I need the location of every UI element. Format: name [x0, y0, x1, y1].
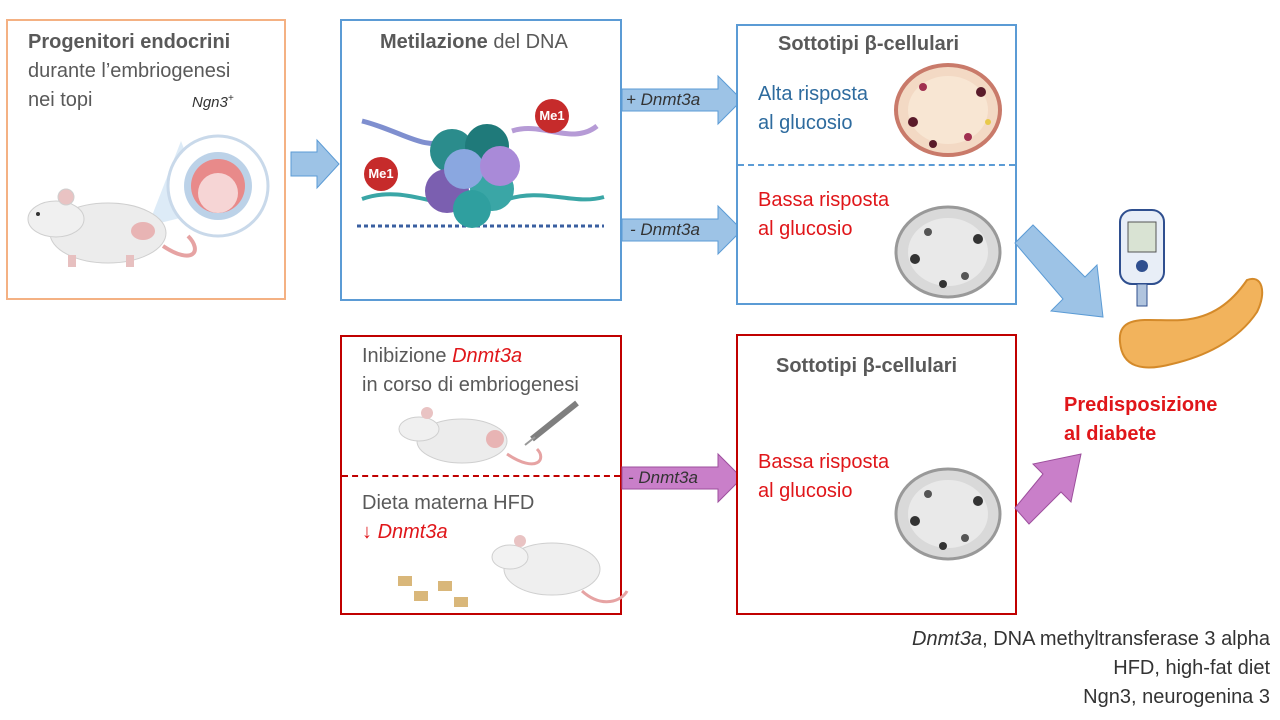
beta-subtypes-bottom-title: Sottotipi β-cellulari	[776, 355, 958, 377]
legend-line2: HFD, high-fat diet	[1113, 657, 1270, 679]
inhibition-line2: in corso di embriogenesi	[362, 374, 579, 396]
arrow-label-minus-dnmt3a-bottom: - Dnmt3a	[628, 468, 698, 487]
rat-food-illustration	[398, 535, 629, 607]
beta-subtypes-bottom-box: Sottotipi β-cellulari Bassa risposta al …	[736, 334, 1017, 615]
glucometer-icon	[1119, 209, 1165, 307]
progenitor-box: Progenitori endocrini durante l’embrioge…	[6, 19, 286, 300]
low-response-top-line1: Bassa risposta	[758, 189, 890, 211]
high-response-line2: al glucosio	[758, 112, 853, 134]
legend-line1: Dnmt3a, DNA methyltransferase 3 alpha	[912, 628, 1270, 650]
inhibition-box: Inibizione Dnmt3a in corso di embriogene…	[340, 335, 629, 615]
arrow-label-minus-dnmt3a-top: - Dnmt3a	[630, 220, 700, 239]
islet-high-response-icon	[894, 63, 1002, 157]
outcome-line1: Predisposizione	[1064, 394, 1218, 416]
arrow-progenitor-to-methylation	[290, 138, 340, 190]
me1-tag-right: Me1	[535, 99, 569, 133]
progenitor-title: Progenitori endocrini	[28, 31, 231, 53]
pancreas-illustration	[1118, 277, 1264, 369]
mouse-injection-illustration	[398, 400, 579, 466]
high-response-line1: Alta risposta	[758, 83, 869, 105]
progenitor-line2: durante l’embriogenesi	[28, 60, 231, 82]
methylation-title: Metilazione del DNA	[380, 31, 568, 53]
divider-dashed-red	[342, 475, 620, 477]
beta-subtypes-top-box: Sottotipi β-cellulari Alta risposta al g…	[736, 24, 1017, 305]
diet-line: Dieta materna HFD	[362, 492, 535, 514]
arrow-minus-dnmt3a-top	[621, 204, 743, 256]
mouse-embryo-illustration	[27, 134, 270, 267]
down-arrow-icon: ↓	[362, 521, 372, 543]
progenitor-line3: nei topi	[28, 89, 93, 111]
low-response-top-line2: al glucosio	[758, 218, 853, 240]
beta-subtypes-top-title: Sottotipi β-cellulari	[778, 33, 960, 55]
ngn3-label: Ngn3+	[192, 93, 234, 111]
arrow-minus-dnmt3a-bottom	[621, 452, 743, 504]
divider-dashed-blue	[738, 164, 1015, 166]
outcome-line2: al diabete	[1064, 423, 1157, 445]
arrow-bottom-to-outcome	[1014, 453, 1082, 525]
nucleosome-dna-illustration	[357, 118, 605, 228]
diet-dnmt3a-line: ↓ Dnmt3a	[362, 521, 448, 543]
methylation-box: Metilazione del DNA Me1 Me1	[340, 19, 622, 301]
arrow-top-to-outcome	[1014, 224, 1104, 318]
arrow-label-plus-dnmt3a: + Dnmt3a	[626, 90, 701, 109]
low-response-bottom-line1: Bassa risposta	[758, 451, 890, 473]
arrow-plus-dnmt3a	[621, 74, 743, 126]
islet-low-response-icon	[894, 205, 1002, 299]
inhibition-line1: Inibizione Dnmt3a	[362, 345, 523, 367]
islet-low-response-bottom-icon	[894, 467, 1002, 561]
legend-line3: Ngn3, neurogenina 3	[1083, 686, 1270, 708]
me1-tag-left: Me1	[364, 157, 398, 191]
low-response-bottom-line2: al glucosio	[758, 480, 853, 502]
